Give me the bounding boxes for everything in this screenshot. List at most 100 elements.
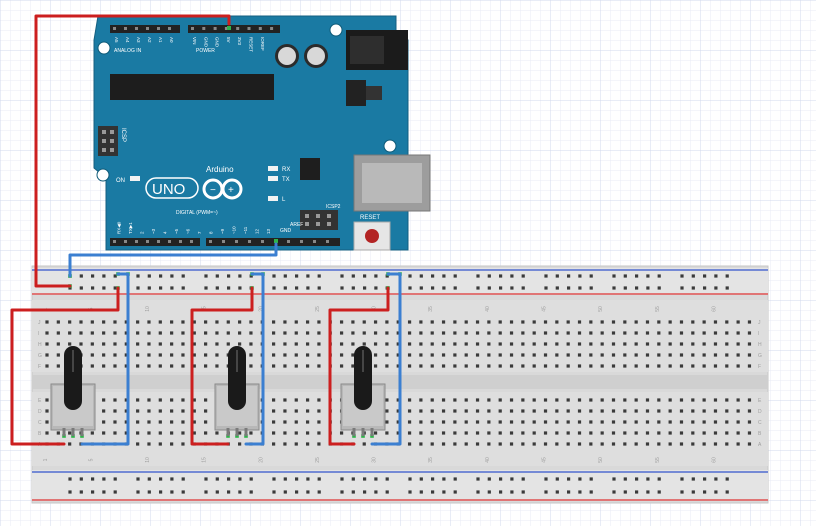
terminal-hole [600, 420, 604, 424]
terminal-hole [339, 320, 344, 324]
terminal-hole [611, 353, 616, 357]
rail-hole [340, 286, 344, 290]
terminal-hole [181, 342, 185, 346]
terminal-hole [170, 431, 174, 435]
terminal-hole [294, 442, 298, 446]
terminal-hole [204, 364, 208, 368]
potentiometer [50, 346, 96, 436]
terminal-hole [725, 431, 729, 435]
row-letter: J [758, 320, 761, 326]
terminal-hole [736, 364, 740, 368]
wire-pot3-gnd-blue [370, 272, 402, 446]
terminal-hole [453, 364, 457, 368]
rail-hole [725, 477, 729, 481]
terminal-hole [521, 331, 525, 335]
rail-hole [227, 274, 231, 278]
digital-pin-label: 12 [255, 228, 260, 234]
terminal-hole [45, 353, 49, 357]
rail-hole [567, 490, 571, 494]
pot-knob [354, 346, 372, 410]
terminal-hole [136, 364, 140, 368]
terminal-hole [453, 442, 457, 446]
terminal-hole [679, 353, 684, 357]
rail-hole [703, 286, 707, 290]
terminal-hole [249, 342, 253, 346]
uno-logo-text: UNO [152, 181, 185, 198]
rail-hole [510, 286, 514, 290]
analog-pin-label: A4 [125, 37, 130, 43]
digital-pin-label: TX▶1 [128, 222, 133, 234]
rail-hole [136, 490, 140, 494]
pot-knob [228, 346, 246, 410]
terminal-hole [396, 342, 400, 346]
terminal-hole [215, 342, 219, 346]
terminal-hole [736, 320, 740, 324]
terminal-hole [566, 431, 570, 435]
icsp-pin [110, 130, 114, 134]
terminal-hole [645, 364, 650, 368]
icsp-pin [110, 148, 114, 152]
usb-chip [300, 158, 320, 180]
terminal-hole [226, 320, 230, 324]
pin-5v-connected [227, 26, 231, 30]
rail-hole [68, 477, 72, 481]
terminal-hole [453, 409, 457, 413]
terminal-hole [589, 420, 593, 424]
terminal-hole [555, 320, 559, 324]
terminal-hole [419, 331, 423, 335]
terminal-hole [192, 364, 196, 368]
terminal-hole [430, 442, 434, 446]
rail-hole [521, 490, 525, 494]
pot-pin [71, 428, 75, 436]
terminal-hole [543, 342, 548, 346]
terminal-hole [294, 398, 298, 402]
column-number: 15 [202, 457, 208, 463]
header-pin [261, 240, 264, 243]
rail-hole [419, 477, 423, 481]
tx-label: TX [282, 177, 290, 183]
terminal-hole [702, 431, 706, 435]
terminal-hole [294, 409, 298, 413]
terminal-hole [362, 320, 366, 324]
terminal-hole [147, 409, 151, 413]
terminal-hole [702, 364, 706, 368]
terminal-hole [555, 431, 559, 435]
rail-hole [181, 477, 185, 481]
terminal-hole [611, 442, 616, 446]
header-pin [235, 240, 238, 243]
terminal-hole [90, 331, 94, 335]
terminal-hole [668, 442, 672, 446]
capacitor [275, 44, 299, 68]
rail-hole [476, 477, 480, 481]
terminal-hole [272, 331, 276, 335]
terminal-hole [634, 442, 638, 446]
terminal-hole [170, 409, 174, 413]
analog-pin-label: A0 [169, 37, 174, 43]
terminal-hole [192, 353, 196, 357]
terminal-hole [645, 353, 650, 357]
terminal-hole [362, 442, 366, 446]
rail-hole [646, 477, 650, 481]
rail-hole [215, 490, 219, 494]
terminal-hole [238, 431, 242, 435]
terminal-hole [691, 442, 695, 446]
pot-pin [226, 428, 230, 436]
terminal-hole [351, 320, 355, 324]
rail-hole [431, 490, 435, 494]
terminal-hole [634, 342, 638, 346]
terminal-hole [623, 398, 627, 402]
terminal-hole [385, 353, 389, 357]
terminal-hole [736, 420, 740, 424]
rail-hole [374, 477, 378, 481]
terminal-hole [90, 342, 94, 346]
rail-hole [227, 477, 231, 481]
terminal-hole [124, 431, 128, 435]
rail-hole [181, 274, 185, 278]
terminal-hole [634, 420, 638, 424]
terminal-hole [79, 331, 83, 335]
terminal-hole [124, 364, 128, 368]
terminal-hole [657, 364, 661, 368]
terminal-hole [543, 420, 548, 424]
terminal-hole [136, 409, 140, 413]
